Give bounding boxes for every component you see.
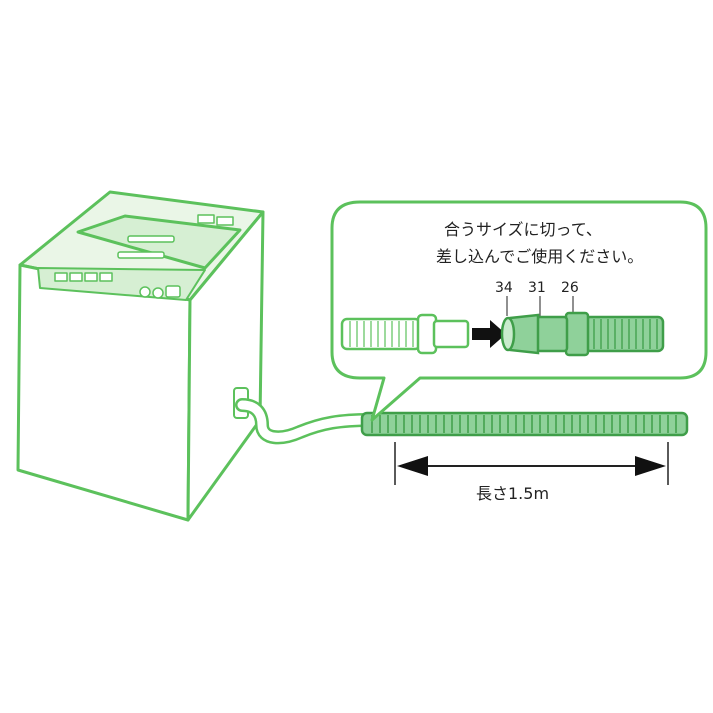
washer-tab bbox=[216, 216, 234, 226]
extension-hose bbox=[360, 411, 689, 437]
washer-dial bbox=[152, 287, 164, 299]
hose-detail-green bbox=[500, 311, 665, 357]
washing-machine bbox=[16, 190, 265, 522]
washer-tab bbox=[197, 214, 215, 224]
length-label: 長さ1.5m bbox=[476, 484, 549, 503]
washer-panel-slot-2 bbox=[117, 251, 165, 259]
drain-hose-inner bbox=[237, 400, 375, 442]
white-hose-body bbox=[340, 317, 422, 351]
callout-text-line2: 差し込んでご使用ください。 bbox=[436, 247, 643, 266]
size-label-34: 34 bbox=[495, 280, 513, 296]
washer-button bbox=[99, 272, 113, 282]
green-hose-body bbox=[583, 315, 665, 353]
washer-front bbox=[16, 263, 192, 522]
size-label-26: 26 bbox=[561, 280, 579, 296]
adapter-step-31 bbox=[535, 315, 569, 353]
insert-arrow bbox=[472, 320, 506, 348]
white-hose-ribs bbox=[349, 321, 414, 347]
length-dimension: 長さ1.5m bbox=[394, 442, 669, 503]
washer-button bbox=[54, 272, 68, 282]
adapter-step-26 bbox=[564, 311, 590, 357]
washer-button-large bbox=[165, 285, 181, 298]
dimension-arrow-right bbox=[635, 456, 666, 476]
adapter-mouth bbox=[500, 316, 516, 352]
washer-panel-slot-1 bbox=[127, 235, 175, 243]
white-hose-tip bbox=[432, 319, 470, 349]
size-label-31: 31 bbox=[528, 280, 546, 296]
callout-text-line1: 合うサイズに切って、 bbox=[444, 220, 602, 239]
hose-ribs bbox=[371, 415, 677, 433]
hose-detail-white bbox=[340, 313, 470, 355]
callout-bubble bbox=[330, 200, 708, 422]
green-hose-ribs bbox=[593, 319, 658, 349]
washer-button bbox=[69, 272, 83, 282]
washer-dial bbox=[139, 286, 151, 298]
washer-button bbox=[84, 272, 98, 282]
dimension-arrow-left bbox=[397, 456, 428, 476]
